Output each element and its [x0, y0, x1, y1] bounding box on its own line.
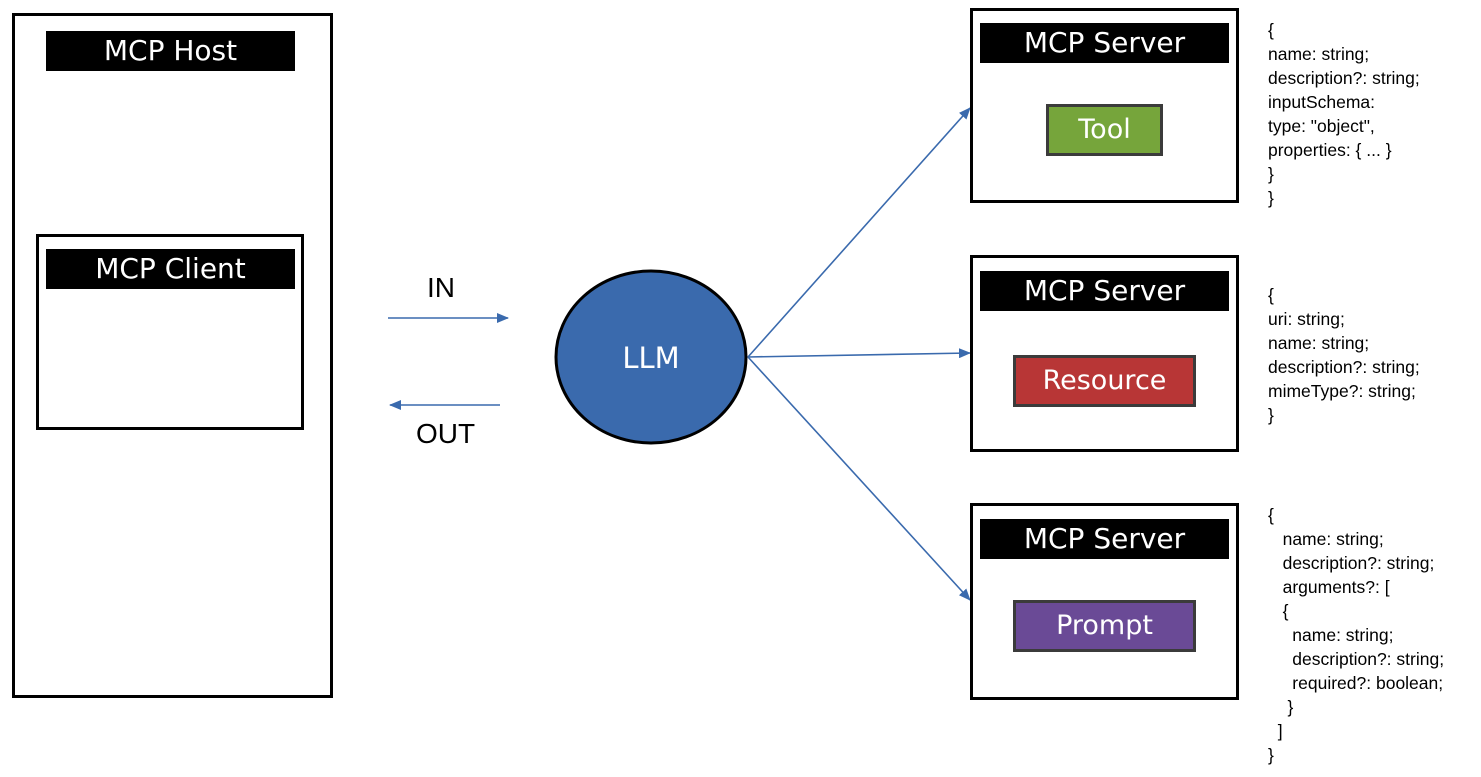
- resource-chip: Resource: [1013, 355, 1196, 407]
- mcp-server-tool-title: MCP Server: [980, 23, 1229, 63]
- llm-node: [554, 269, 748, 445]
- resource-schema: { uri: string; name: string; description…: [1268, 285, 1420, 425]
- mcp-server-resource-title: MCP Server: [980, 271, 1229, 311]
- llm-label: LLM: [622, 341, 679, 375]
- prompt-schema: { name: string; description?: string; ar…: [1268, 505, 1445, 765]
- out-label: OUT: [416, 418, 476, 449]
- llm-to-tool-server-arrow: [747, 107, 971, 358]
- prompt-chip: Prompt: [1013, 600, 1196, 652]
- tool-schema: { name: string; description?: string; in…: [1268, 20, 1420, 208]
- in-label: IN: [427, 272, 455, 303]
- mcp-client-title: MCP Client: [46, 249, 295, 289]
- tool-chip: Tool: [1046, 104, 1163, 156]
- llm-to-prompt-server-arrow: [747, 356, 971, 601]
- mcp-server-prompt-title: MCP Server: [980, 519, 1229, 559]
- mcp-host-title: MCP Host: [46, 31, 295, 71]
- llm-to-resource-server-arrow: [747, 348, 971, 359]
